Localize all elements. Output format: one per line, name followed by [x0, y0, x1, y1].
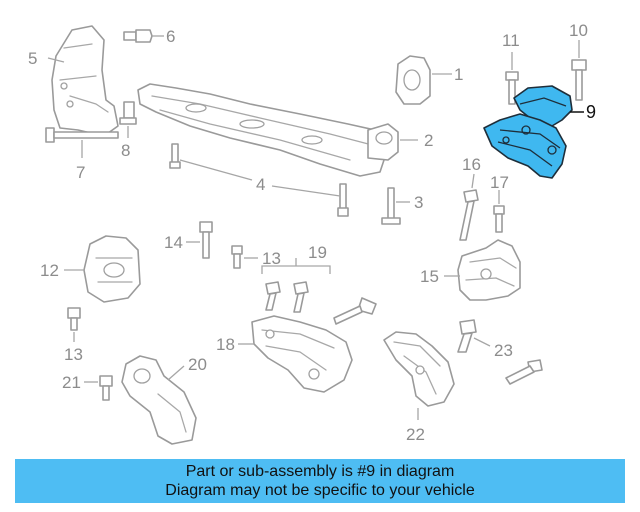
part-11-bolt — [505, 71, 519, 105]
callout-18: 18 — [216, 335, 235, 354]
part-13-bolt-lower — [67, 307, 81, 331]
banner-line-2: Diagram may not be specific to your vehi… — [165, 482, 475, 499]
parts-diagram: 5 6 8 7 2 4 — [28, 21, 596, 445]
callout-12: 12 — [40, 261, 59, 280]
part-19-bolt-set — [261, 258, 377, 325]
callout-7: 7 — [76, 163, 85, 182]
part-6-bolt — [123, 29, 153, 43]
part-13-bolt-upper — [231, 245, 243, 269]
callout-3: 3 — [414, 193, 423, 212]
callout-5: 5 — [28, 49, 37, 68]
callout-14: 14 — [164, 233, 183, 252]
part-21-bolt — [99, 375, 113, 401]
callout-23: 23 — [494, 341, 513, 360]
part-8-clip — [119, 101, 137, 125]
callout-9: 9 — [586, 102, 596, 122]
part-2-mount — [367, 123, 399, 161]
callout-8: 8 — [121, 141, 130, 160]
part-17-bolt — [493, 205, 505, 233]
callout-10: 10 — [569, 21, 588, 40]
callout-13-upper: 13 — [262, 249, 281, 268]
callout-21: 21 — [62, 373, 81, 392]
part-23-bolts — [457, 319, 543, 385]
callout-16: 16 — [462, 155, 481, 174]
part-4-crossmember — [137, 83, 389, 177]
callout-1: 1 — [454, 65, 463, 84]
info-banner: Part or sub-assembly is #9 in diagram Di… — [15, 459, 625, 503]
part-18-bracket — [251, 315, 353, 393]
part-4-bolts — [169, 143, 349, 217]
callout-17: 17 — [490, 173, 509, 192]
part-10-bolt — [571, 59, 587, 101]
part-5-bracket — [51, 25, 119, 137]
callout-2: 2 — [424, 131, 433, 150]
callout-19: 19 — [308, 243, 327, 262]
part-1-mount — [395, 55, 431, 105]
part-22-bracket — [383, 331, 455, 407]
banner-line-1: Part or sub-assembly is #9 in diagram — [185, 463, 455, 480]
part-12-mount — [83, 235, 141, 303]
callout-4: 4 — [256, 175, 265, 194]
callout-22: 22 — [406, 425, 425, 444]
callout-13-lower: 13 — [64, 345, 83, 364]
part-3-stud — [381, 187, 401, 225]
part-7-bolt — [45, 127, 119, 143]
part-20-mount — [121, 355, 197, 445]
callout-11: 11 — [502, 31, 520, 50]
callout-20: 20 — [188, 355, 207, 374]
callout-6: 6 — [166, 27, 175, 46]
part-9-transmission-mount — [483, 85, 573, 179]
part-15-bracket — [457, 239, 521, 301]
part-14-bolt — [199, 221, 213, 259]
part-16-bolt — [459, 189, 479, 241]
callout-15: 15 — [420, 267, 439, 286]
